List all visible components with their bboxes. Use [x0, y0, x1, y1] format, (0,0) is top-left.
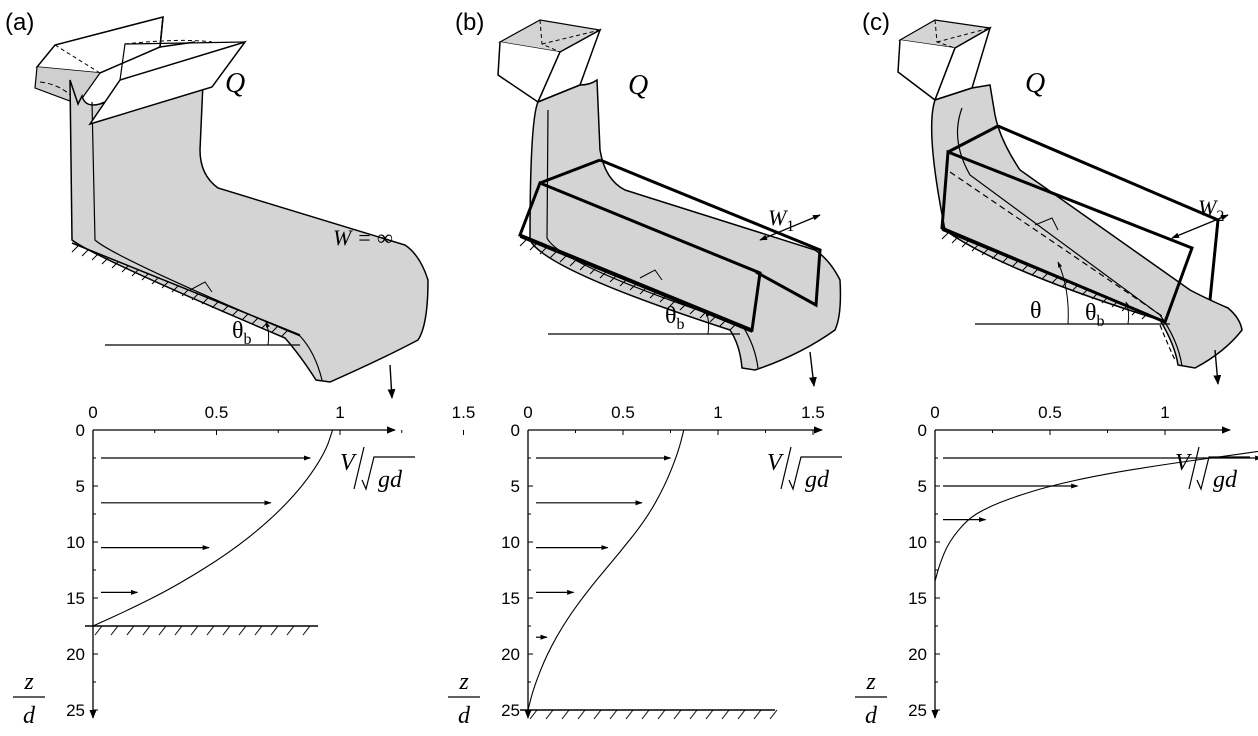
panel-a-z-tick-label: 20	[66, 645, 85, 664]
panel-a-z-tick-label: 0	[76, 421, 85, 440]
panel-b-velocity-profile: 0 0.5 1 1.5 0 5 10 15 20 25 Vgd zd	[448, 403, 842, 729]
panel-c-v-tick-label: 1	[1160, 403, 1169, 422]
panel-c-z-tick-label: 15	[908, 589, 927, 608]
panel-a-z-tick-label: 5	[76, 477, 85, 496]
panel-c-theta-label: θ	[1030, 298, 1042, 324]
panel-a-z-denominator: d	[23, 703, 36, 729]
panel-b-z-denominator: d	[458, 703, 471, 729]
panel-a-sqrt-sign	[353, 446, 415, 491]
panel-c-z-tick-label: 25	[908, 701, 927, 720]
panel-a-z-tick-label: 25	[66, 701, 85, 720]
panel-c-label: (c)	[862, 9, 890, 36]
panel-c-v-tick-label: 0.5	[1038, 403, 1062, 422]
panel-b-label: (b)	[455, 9, 484, 36]
panel-b-v-tick-label: 0.5	[611, 403, 635, 422]
panel-b-z-tick-label: 20	[501, 645, 520, 664]
panel-c-profile-curve	[934, 450, 1258, 582]
panel-a-v-tick-label: 1.5	[452, 403, 476, 422]
panel-b-width-label: W1	[768, 205, 794, 235]
panel-a-v-tick-label: 1	[335, 403, 344, 422]
panel-c-width-label: W2	[1198, 195, 1224, 225]
panel-b-z-tick-label: 25	[501, 701, 520, 720]
panel-b-theta-label: θb	[665, 303, 685, 333]
panel-a-v-tick-label: 0.5	[205, 403, 229, 422]
panel-a-bed-hatching	[71, 245, 289, 337]
panel-c-flux-label: Q	[1025, 68, 1045, 99]
panel-b-v-tick-label: 1.5	[801, 403, 825, 422]
panel-c-z-tick-label: 5	[918, 477, 927, 496]
panel-a-profile-curve	[92, 429, 334, 627]
panel-b-z-label: z	[458, 669, 469, 695]
panel-b-sketch: (b) Q W1 θb	[455, 9, 842, 387]
panel-a-label: (a)	[5, 9, 34, 36]
panel-b-control-volume	[518, 181, 762, 333]
panel-a-z-tick-label: 10	[66, 533, 85, 552]
panel-a-v-tick-label: 0	[88, 403, 97, 422]
panel-c-sqrt-sign	[1188, 446, 1250, 491]
panel-b-z-tick-label: 10	[501, 533, 520, 552]
panel-b-bed-hatching	[519, 239, 737, 331]
panel-a-sketch: (a) Q W = ∞ θb	[5, 9, 429, 399]
panel-c-bed-hatching	[941, 232, 1149, 320]
panel-c-z-label: z	[865, 669, 876, 695]
panel-b-base-hatching	[529, 709, 778, 720]
panel-c-velocity-profile: 00.511.520510152025Vgdzd	[855, 403, 1258, 729]
panel-a-z-tick-label: 15	[66, 589, 85, 608]
panel-a-v-label: V	[340, 450, 357, 476]
panel-c-v-label: V	[1175, 450, 1192, 476]
panel-a-theta-label: θb	[232, 318, 252, 348]
panel-c-z-tick-label: 10	[908, 533, 927, 552]
panel-c-z-tick-label: 0	[918, 421, 927, 440]
panel-b-z-tick-label: 5	[511, 477, 520, 496]
panel-b-z-tick-label: 15	[501, 589, 520, 608]
panel-b-z-tick-label: 0	[511, 421, 520, 440]
panel-a-base-hatching	[94, 625, 311, 636]
panel-b-sqrt-sign	[780, 446, 842, 491]
panel-b-v-tick-label: 0	[523, 403, 532, 422]
panel-c-z-tick-label: 20	[908, 645, 927, 664]
panel-b-v-tick-label: 1	[713, 403, 722, 422]
panel-b-flux-label: Q	[628, 70, 648, 101]
panel-c-theta-b-label: θb	[1085, 300, 1105, 330]
panel-c-v-denominator: gd	[1213, 467, 1238, 493]
panel-b-profile-curve	[527, 429, 685, 711]
panel-a-flux-label: Q	[225, 68, 245, 99]
panel-c-v-tick-label: 0	[930, 403, 939, 422]
panel-b-v-denominator: gd	[805, 467, 830, 493]
panel-a-v-denominator: gd	[378, 467, 403, 493]
panel-b-v-label: V	[767, 450, 784, 476]
panel-a-z-label: z	[23, 669, 34, 695]
panel-c-sketch: (c) Q W2 θ θb	[862, 9, 1243, 385]
panel-b-flow	[529, 78, 842, 371]
panel-a-width-label: W = ∞	[333, 225, 393, 250]
panel-c-z-denominator: d	[865, 703, 878, 729]
